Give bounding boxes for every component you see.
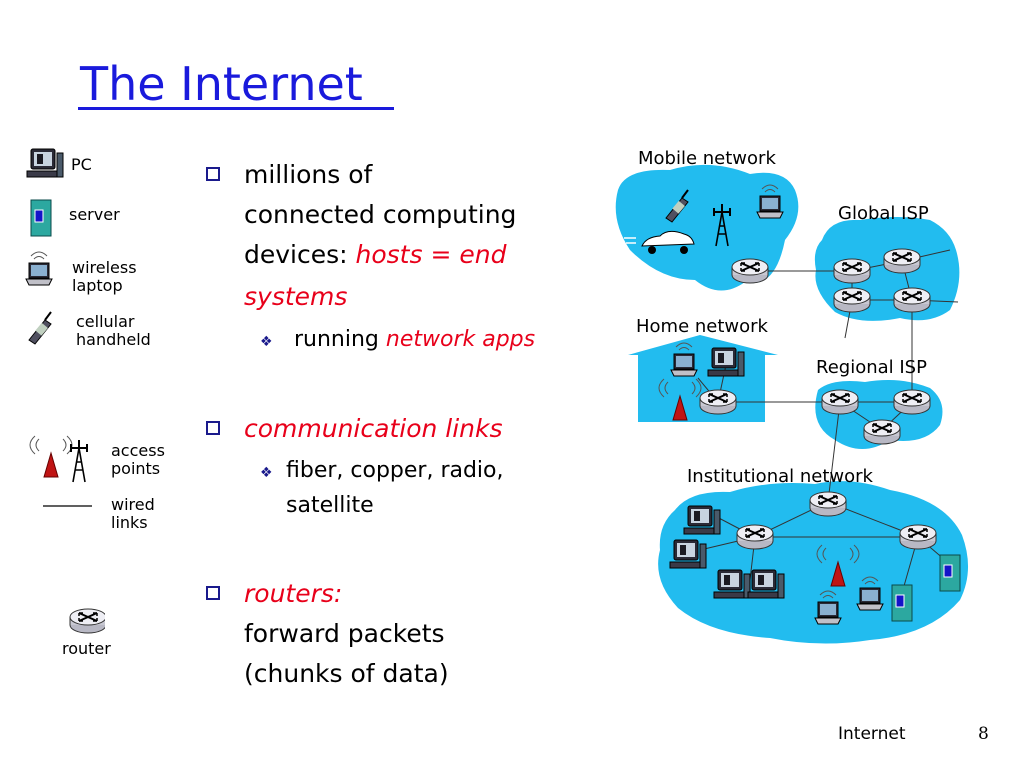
- diamond-bullet-icon: ❖: [260, 465, 273, 481]
- router-icon: [69, 608, 105, 634]
- label-home-network: Home network: [636, 316, 768, 337]
- title-underline: [78, 107, 394, 110]
- label-mobile-network: Mobile network: [638, 148, 776, 169]
- slide-title: The Internet: [80, 57, 363, 111]
- cellular-handheld-icon: [28, 311, 52, 345]
- institutional-network-cloud: [658, 481, 969, 644]
- mobile-network-cloud: [615, 164, 799, 291]
- bullet-box-icon: [206, 586, 220, 600]
- bullet-box-icon: [206, 421, 220, 435]
- pc-icon: [26, 148, 64, 178]
- label-global-isp: Global ISP: [838, 203, 929, 224]
- diamond-bullet-icon: ❖: [260, 334, 273, 350]
- access-point-icon: [29, 435, 88, 483]
- legend-label-access-points: access points: [111, 441, 165, 478]
- server-icon: [30, 199, 52, 237]
- legend-label-wireless-laptop: wireless laptop: [72, 258, 137, 295]
- legend-label-server: server: [69, 205, 120, 224]
- wireless-laptop-icon: [25, 251, 53, 286]
- network-diagram: [615, 164, 969, 644]
- legend-label-pc: PC: [71, 155, 92, 174]
- legend-label-wired-links: wired links: [111, 495, 155, 532]
- bullet-box-icon: [206, 167, 220, 181]
- legend-label-cellular-handheld: cellular handheld: [76, 312, 151, 349]
- label-regional-isp: Regional ISP: [816, 357, 927, 378]
- footer-label: Internet: [838, 724, 906, 744]
- label-institutional-network: Institutional network: [687, 466, 873, 487]
- legend-icons: [25, 148, 105, 634]
- legend-label-router: router: [62, 639, 111, 658]
- page-number: 8: [978, 724, 989, 744]
